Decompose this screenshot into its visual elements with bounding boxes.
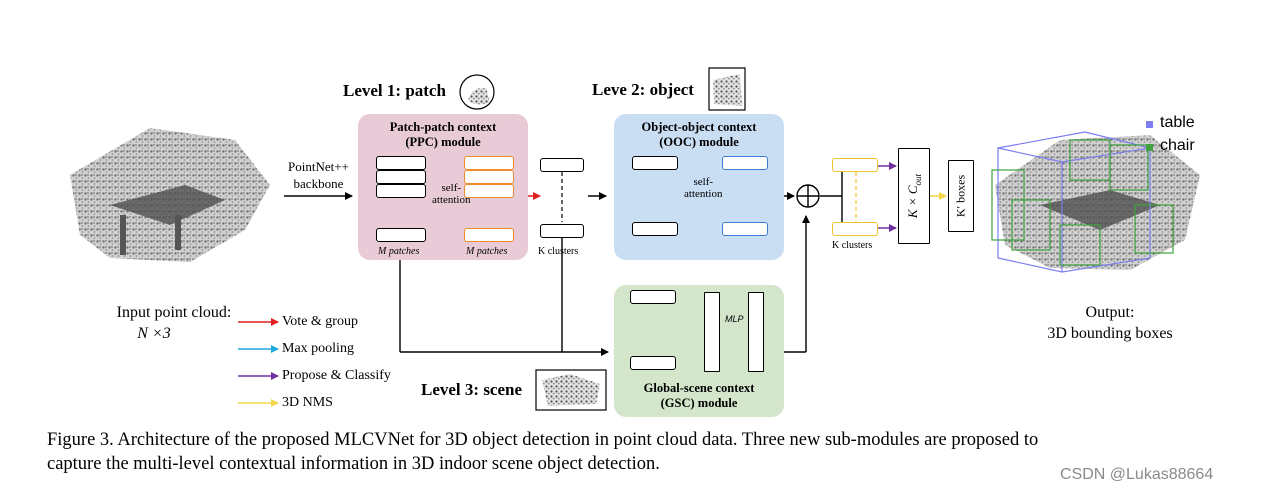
gsc-mlp-vector — [748, 292, 764, 372]
ooc-attended-feature — [722, 156, 768, 170]
legend-chair-label: chair — [1160, 137, 1195, 154]
ppc-attended-feature — [464, 156, 514, 170]
cluster-feature — [540, 224, 584, 238]
legend-table-label: table — [1160, 114, 1195, 131]
prediction-matrix — [898, 148, 930, 244]
output-label: Output:3D bounding boxes — [1047, 304, 1173, 342]
gsc-title-1: Global-scene context — [643, 381, 755, 395]
ppc-patch-feature — [376, 156, 426, 170]
ppc-attended-feature — [464, 228, 514, 242]
ooc-title-1: Object-object context — [641, 120, 757, 134]
backbone-label: PointNet++backbone — [288, 159, 349, 191]
k-cout-label: K × Cout — [905, 173, 923, 219]
legend-chair-swatch — [1146, 144, 1153, 151]
watermark: CSDN @Lukas88664 — [1060, 466, 1214, 483]
patch-thumbnail — [459, 74, 495, 110]
ppc-patch-feature — [376, 228, 426, 242]
gsc-pooled-vector — [704, 292, 720, 372]
ppc-left-label: M patches — [378, 246, 420, 257]
ppc-attended-feature — [464, 170, 514, 184]
ppc-right-label: M patches — [466, 246, 508, 257]
scene-thumbnail — [535, 369, 607, 411]
level-scene-label: Level 3: scene — [421, 380, 523, 399]
input-label: Input point cloud: N ×3 — [116, 304, 232, 342]
ppc-attended-feature — [464, 184, 514, 198]
gsc-scene-feature — [630, 290, 676, 304]
legend-nms-label: 3D NMS — [282, 395, 333, 410]
sum-node — [796, 184, 820, 208]
legend-maxpool-label: Max pooling — [282, 341, 354, 356]
ppc-patch-feature — [376, 184, 426, 198]
mlp-label: MLP — [725, 314, 744, 324]
level-patch-label: Level 1: patch — [343, 81, 446, 100]
ppc-self-attention-label: self-attention — [432, 182, 471, 206]
k-clusters-right-label: K clusters — [832, 240, 873, 251]
legend-vote-label: Vote & group — [282, 314, 358, 329]
ooc-title-2: (OOC) module — [659, 135, 739, 149]
k-boxes-label: K′ boxes — [953, 174, 968, 218]
ppc-title-1: Patch-patch context — [389, 120, 497, 134]
proposal-feature — [832, 222, 878, 236]
object-thumbnail — [708, 67, 746, 111]
ooc-attended-feature — [722, 222, 768, 236]
ppc-title-2: (PPC) module — [405, 135, 481, 149]
ooc-self-attention-label: self-attention — [684, 176, 723, 200]
ppc-patch-feature — [376, 170, 426, 184]
output-point-cloud-image — [991, 131, 1200, 273]
legend-table-swatch — [1146, 121, 1153, 128]
cluster-feature — [540, 158, 584, 172]
gsc-title-2: (GSC) module — [660, 396, 738, 410]
gsc-scene-feature — [630, 356, 676, 370]
legend-propose-label: Propose & Classify — [282, 368, 391, 383]
figure-caption: Figure 3. Architecture of the proposed M… — [47, 430, 1039, 474]
boxes-output — [948, 160, 974, 232]
k-clusters-label: K clusters — [538, 246, 579, 257]
ooc-object-feature — [632, 222, 678, 236]
input-point-cloud-image — [70, 128, 270, 262]
proposal-feature — [832, 158, 878, 172]
level-object-label: Leve 2: object — [592, 80, 694, 99]
ooc-object-feature — [632, 156, 678, 170]
